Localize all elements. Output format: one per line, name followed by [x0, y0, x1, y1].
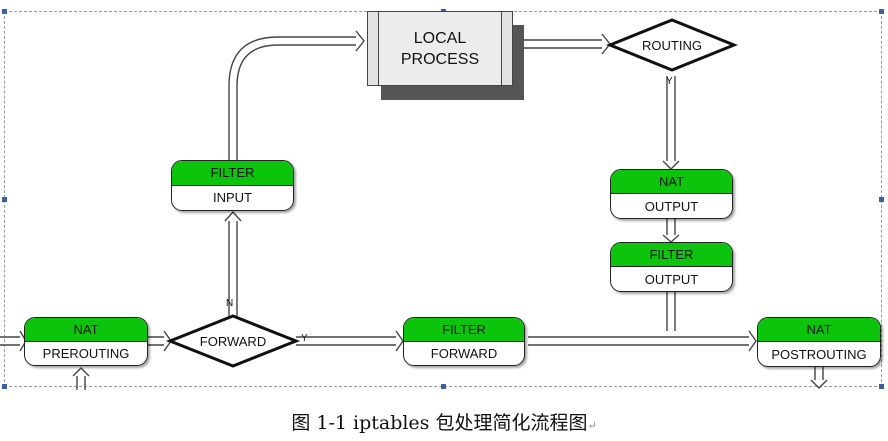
paragraph-mark: ↵ [587, 419, 597, 432]
nat-prerouting-node: NAT PREROUTING [24, 317, 148, 366]
incoming-arrow [0, 336, 22, 346]
local-process-line1: LOCAL [413, 29, 467, 47]
nat-output-chain: OUTPUT [644, 198, 699, 214]
arrow-output-to-main [666, 292, 676, 331]
figure-caption: 图 1-1 iptables 包处理简化流程图↵ [0, 408, 888, 435]
filter-forward-chain: FORWARD [430, 345, 498, 361]
local-process-right-bar [501, 12, 512, 85]
nat-postrouting-node: NAT POSTROUTING [757, 317, 881, 367]
arrow-routing-to-nat-output [666, 76, 676, 163]
local-process-box: LOCAL PROCESS [367, 11, 513, 86]
resize-handle-bottom-middle[interactable] [441, 384, 446, 389]
routing-decision-diamond [605, 18, 739, 72]
local-process-line2: PROCESS [400, 50, 480, 68]
arrow-nat-to-filter-output [666, 219, 676, 237]
arrow-below-prerouting [76, 374, 86, 390]
nat-output-table: NAT [611, 170, 732, 194]
forward-decision-label: FORWARD [199, 333, 267, 349]
routing-yes-label: Y [666, 76, 673, 87]
arrow-prerouting-to-forward-decision [148, 336, 166, 346]
iptables-flow-diagram: FORWARD ROUTING Y N Y LOCAL PROCESS NAT … [0, 9, 884, 390]
filter-input-table: FILTER [172, 161, 293, 186]
arrow-forward-to-postrouting [528, 336, 751, 346]
forward-yes-label: Y [301, 333, 308, 344]
nat-prerouting-table: NAT [25, 318, 147, 342]
resize-handle-bottom-left[interactable] [2, 384, 7, 389]
forward-decision-diamond [165, 314, 301, 368]
resize-handle-middle-right[interactable] [879, 197, 884, 202]
filter-output-chain: OUTPUT [644, 271, 699, 287]
arrow-input-to-local-process [228, 36, 358, 160]
filter-input-node: FILTER INPUT [171, 160, 294, 211]
resize-handle-bottom-right[interactable] [879, 384, 884, 389]
figure-caption-text: 图 1-1 iptables 包处理简化流程图 [291, 412, 588, 434]
filter-forward-node: FILTER FORWARD [403, 317, 525, 366]
filter-input-chain: INPUT [213, 190, 252, 206]
arrow-forward-no [228, 219, 238, 316]
arrow-postrouting-out [814, 367, 824, 382]
nat-postrouting-table: NAT [758, 318, 880, 342]
nat-prerouting-chain: PREROUTING [42, 345, 130, 361]
routing-decision-label: ROUTING [642, 37, 702, 53]
filter-forward-table: FILTER [404, 318, 524, 342]
forward-no-label: N [226, 298, 234, 309]
arrow-forward-yes [296, 336, 398, 346]
nat-output-node: NAT OUTPUT [610, 169, 733, 219]
arrow-local-process-to-routing [513, 39, 604, 49]
resize-handle-top-left[interactable] [2, 9, 7, 14]
connector-arrows [0, 18, 828, 390]
filter-output-table: FILTER [611, 243, 732, 267]
local-process-left-bar [368, 12, 379, 85]
filter-output-node: FILTER OUTPUT [610, 242, 733, 292]
resize-handle-middle-left[interactable] [2, 197, 7, 202]
nat-postrouting-chain: POSTROUTING [771, 346, 867, 362]
resize-handle-top-right[interactable] [879, 9, 884, 14]
